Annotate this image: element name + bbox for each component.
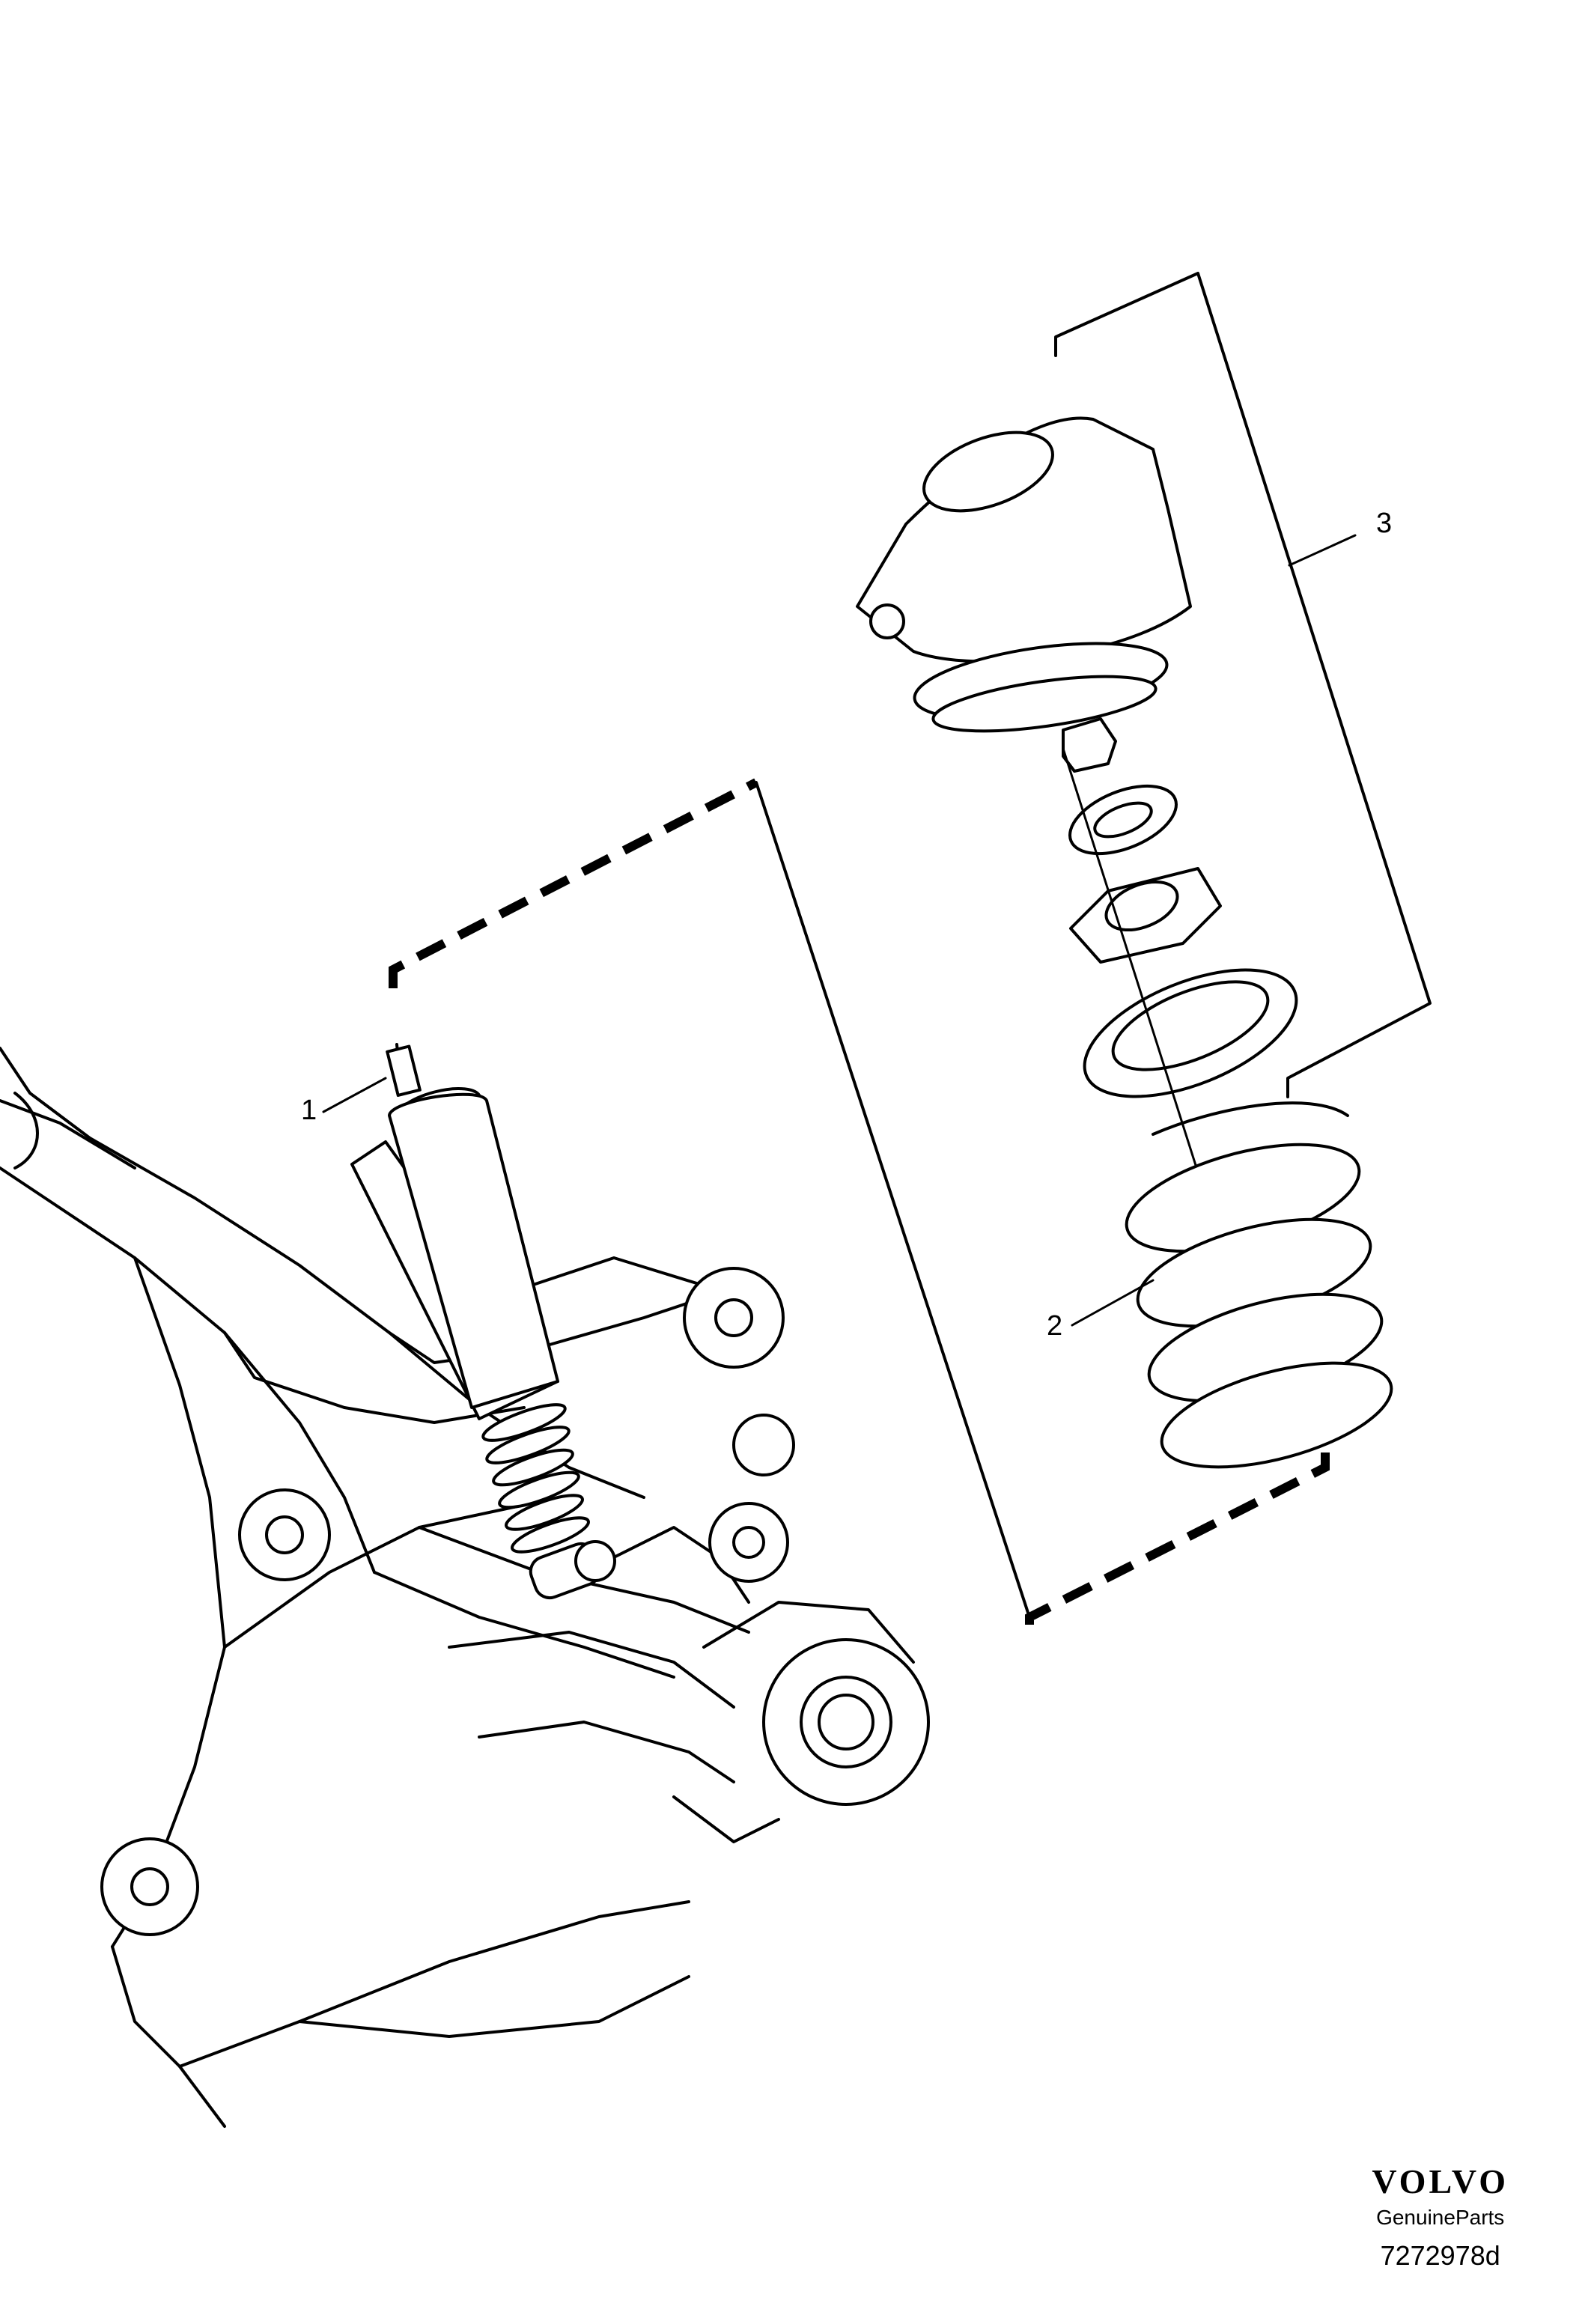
- bracket-item-3: [1054, 272, 1432, 1098]
- leader-line-1: [322, 1077, 387, 1113]
- group-outline-dashed: [389, 778, 758, 988]
- strut-mount: [856, 416, 1298, 1409]
- genuine-parts-label: GenuineParts: [1376, 2206, 1505, 2229]
- callout-3: 3: [1376, 508, 1393, 539]
- brand-block: VOLVO GenuineParts 7272978d: [1372, 2162, 1509, 2272]
- coil-spring: [1125, 1101, 1393, 1469]
- leader-line-2: [1071, 1279, 1155, 1327]
- leader-line-3: [1288, 534, 1357, 567]
- group-outline-dashed-bottom: [1025, 1452, 1330, 1625]
- diagram-code: 7272978d: [1380, 2240, 1500, 2271]
- callout-2: 2: [1047, 1310, 1063, 1342]
- rear-subframe: [0, 1047, 930, 2128]
- shock-absorber: [350, 1043, 616, 1600]
- callout-1: 1: [301, 1095, 317, 1126]
- volvo-logo: VOLVO: [1372, 2162, 1509, 2200]
